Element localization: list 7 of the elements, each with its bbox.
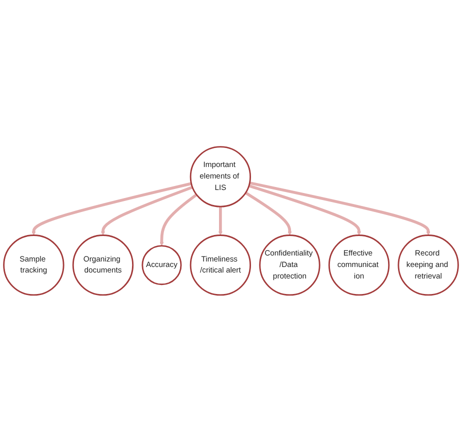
arrow (249, 181, 430, 236)
arrow (248, 184, 362, 236)
arrow (244, 191, 292, 236)
arrow (32, 182, 192, 236)
arrow (100, 185, 193, 236)
arrow (218, 206, 223, 236)
arrow (160, 193, 198, 246)
